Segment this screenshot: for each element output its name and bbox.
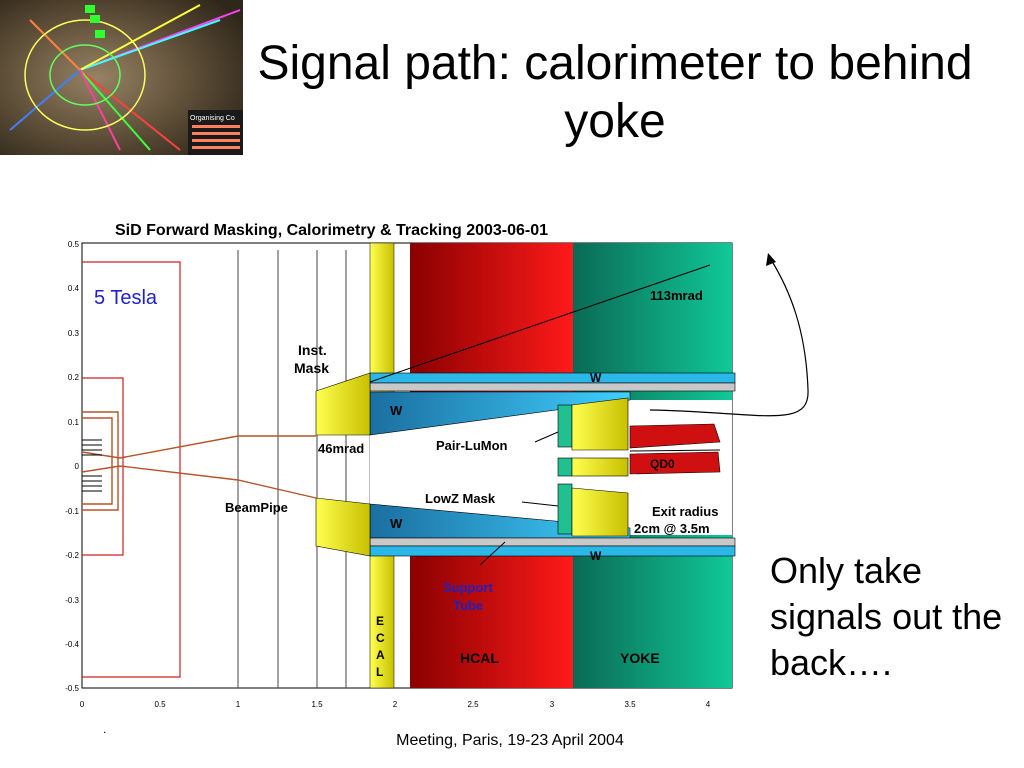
support-tube-bottom: [369, 537, 736, 547]
slide-note: Only take signals out the back….: [770, 550, 1003, 683]
yoke-label: YOKE: [620, 650, 660, 666]
tracker-planes: [237, 250, 347, 688]
x-tick: 2: [393, 700, 398, 709]
qd0-label: QD0: [650, 457, 675, 471]
inst-mask-label: Inst.: [298, 342, 327, 358]
w-bottom-cone-label: W: [390, 516, 403, 531]
x-axis: 0 0.5 1 1.5 2 2.5 3 3.5 4: [80, 700, 711, 709]
x-tick: 0: [80, 700, 85, 709]
exit-radius-label-2: 2cm @ 3.5m: [634, 521, 710, 536]
logo-graphic: Organising Co: [0, 0, 243, 155]
x-tick: 3.5: [624, 700, 636, 709]
lowz-mask-label: LowZ Mask: [425, 491, 496, 506]
y-tick: -0.3: [65, 596, 79, 605]
x-tick: 2.5: [467, 700, 479, 709]
qd0-top: [629, 423, 721, 449]
tungsten-band-top: [369, 372, 736, 384]
y-tick: 0.2: [68, 373, 80, 382]
pointer-arrows: [479, 431, 559, 566]
lumon-mask-top: [571, 397, 629, 451]
pair-lumon-label: Pair-LuMon: [436, 438, 508, 453]
x-tick: 3: [550, 700, 555, 709]
lumon-small: [557, 457, 573, 477]
y-tick: -0.4: [65, 640, 79, 649]
y-tick: 0: [75, 462, 80, 471]
support-tube-top: [369, 382, 736, 392]
x-tick: 1.5: [311, 700, 323, 709]
lowz-mask-body: [571, 487, 629, 537]
y-tick: 0.1: [68, 418, 80, 427]
x-tick: 0.5: [154, 700, 166, 709]
lumon-mask-mid: [571, 457, 629, 477]
conference-logo: Organising Co: [0, 0, 243, 155]
footer-mark: .: [103, 722, 107, 736]
ecal-letter-a: A: [376, 648, 385, 662]
angle-113-label: 113mrad: [650, 288, 703, 303]
vertex-layers: [82, 439, 102, 492]
detector-diagram-svg: SiD Forward Masking, Calorimetry & Track…: [65, 222, 736, 709]
ecal-letter-c: C: [376, 631, 385, 645]
y-tick: -0.5: [65, 684, 79, 693]
w-top-band-label: W: [590, 371, 602, 385]
x-tick: 4: [706, 700, 711, 709]
slide-title: Signal path: calorimeter to behind yoke: [257, 37, 973, 148]
y-tick: -0.1: [65, 507, 79, 516]
beampipe-label: BeamPipe: [225, 500, 288, 515]
inst-mask-top: [315, 372, 371, 436]
diagram-title: SiD Forward Masking, Calorimetry & Track…: [115, 222, 548, 239]
tungsten-band-bottom: [369, 545, 736, 557]
detector-diagram: SiD Forward Masking, Calorimetry & Track…: [60, 210, 750, 715]
exit-radius-label: Exit radius: [652, 504, 718, 519]
support-tube-label-2: Tube: [453, 598, 483, 613]
support-tube-label: Support: [443, 580, 493, 595]
field-label: 5 Tesla: [94, 287, 158, 309]
w-top-cone-label: W: [390, 403, 403, 418]
ecal-letter-l: L: [376, 665, 383, 679]
qd0-beamline: [629, 449, 721, 452]
angle-46-label: 46mrad: [318, 441, 364, 456]
logo-caption: Organising Co: [190, 115, 235, 122]
y-tick: 0.3: [68, 329, 80, 338]
y-tick: 0.5: [68, 240, 80, 249]
hcal-label: HCAL: [460, 650, 499, 666]
inst-mask-bottom: [315, 497, 371, 557]
y-tick: -0.2: [65, 551, 79, 560]
slide-footer: Meeting, Paris, 19-23 April 2004: [396, 732, 624, 749]
inst-mask-label-2: Mask: [294, 360, 329, 376]
y-axis: 0.5 0.4 0.3 0.2 0.1 0 -0.1 -0.2 -0.3 -0.…: [65, 240, 79, 693]
lowz-mask: [557, 483, 573, 535]
y-tick: 0.4: [68, 284, 80, 293]
qd0-bottom: [629, 451, 721, 475]
ecal-letter-e: E: [376, 614, 384, 628]
x-tick: 1: [236, 700, 241, 709]
w-bottom-band-label: W: [590, 549, 602, 563]
pair-lumon: [557, 404, 573, 448]
